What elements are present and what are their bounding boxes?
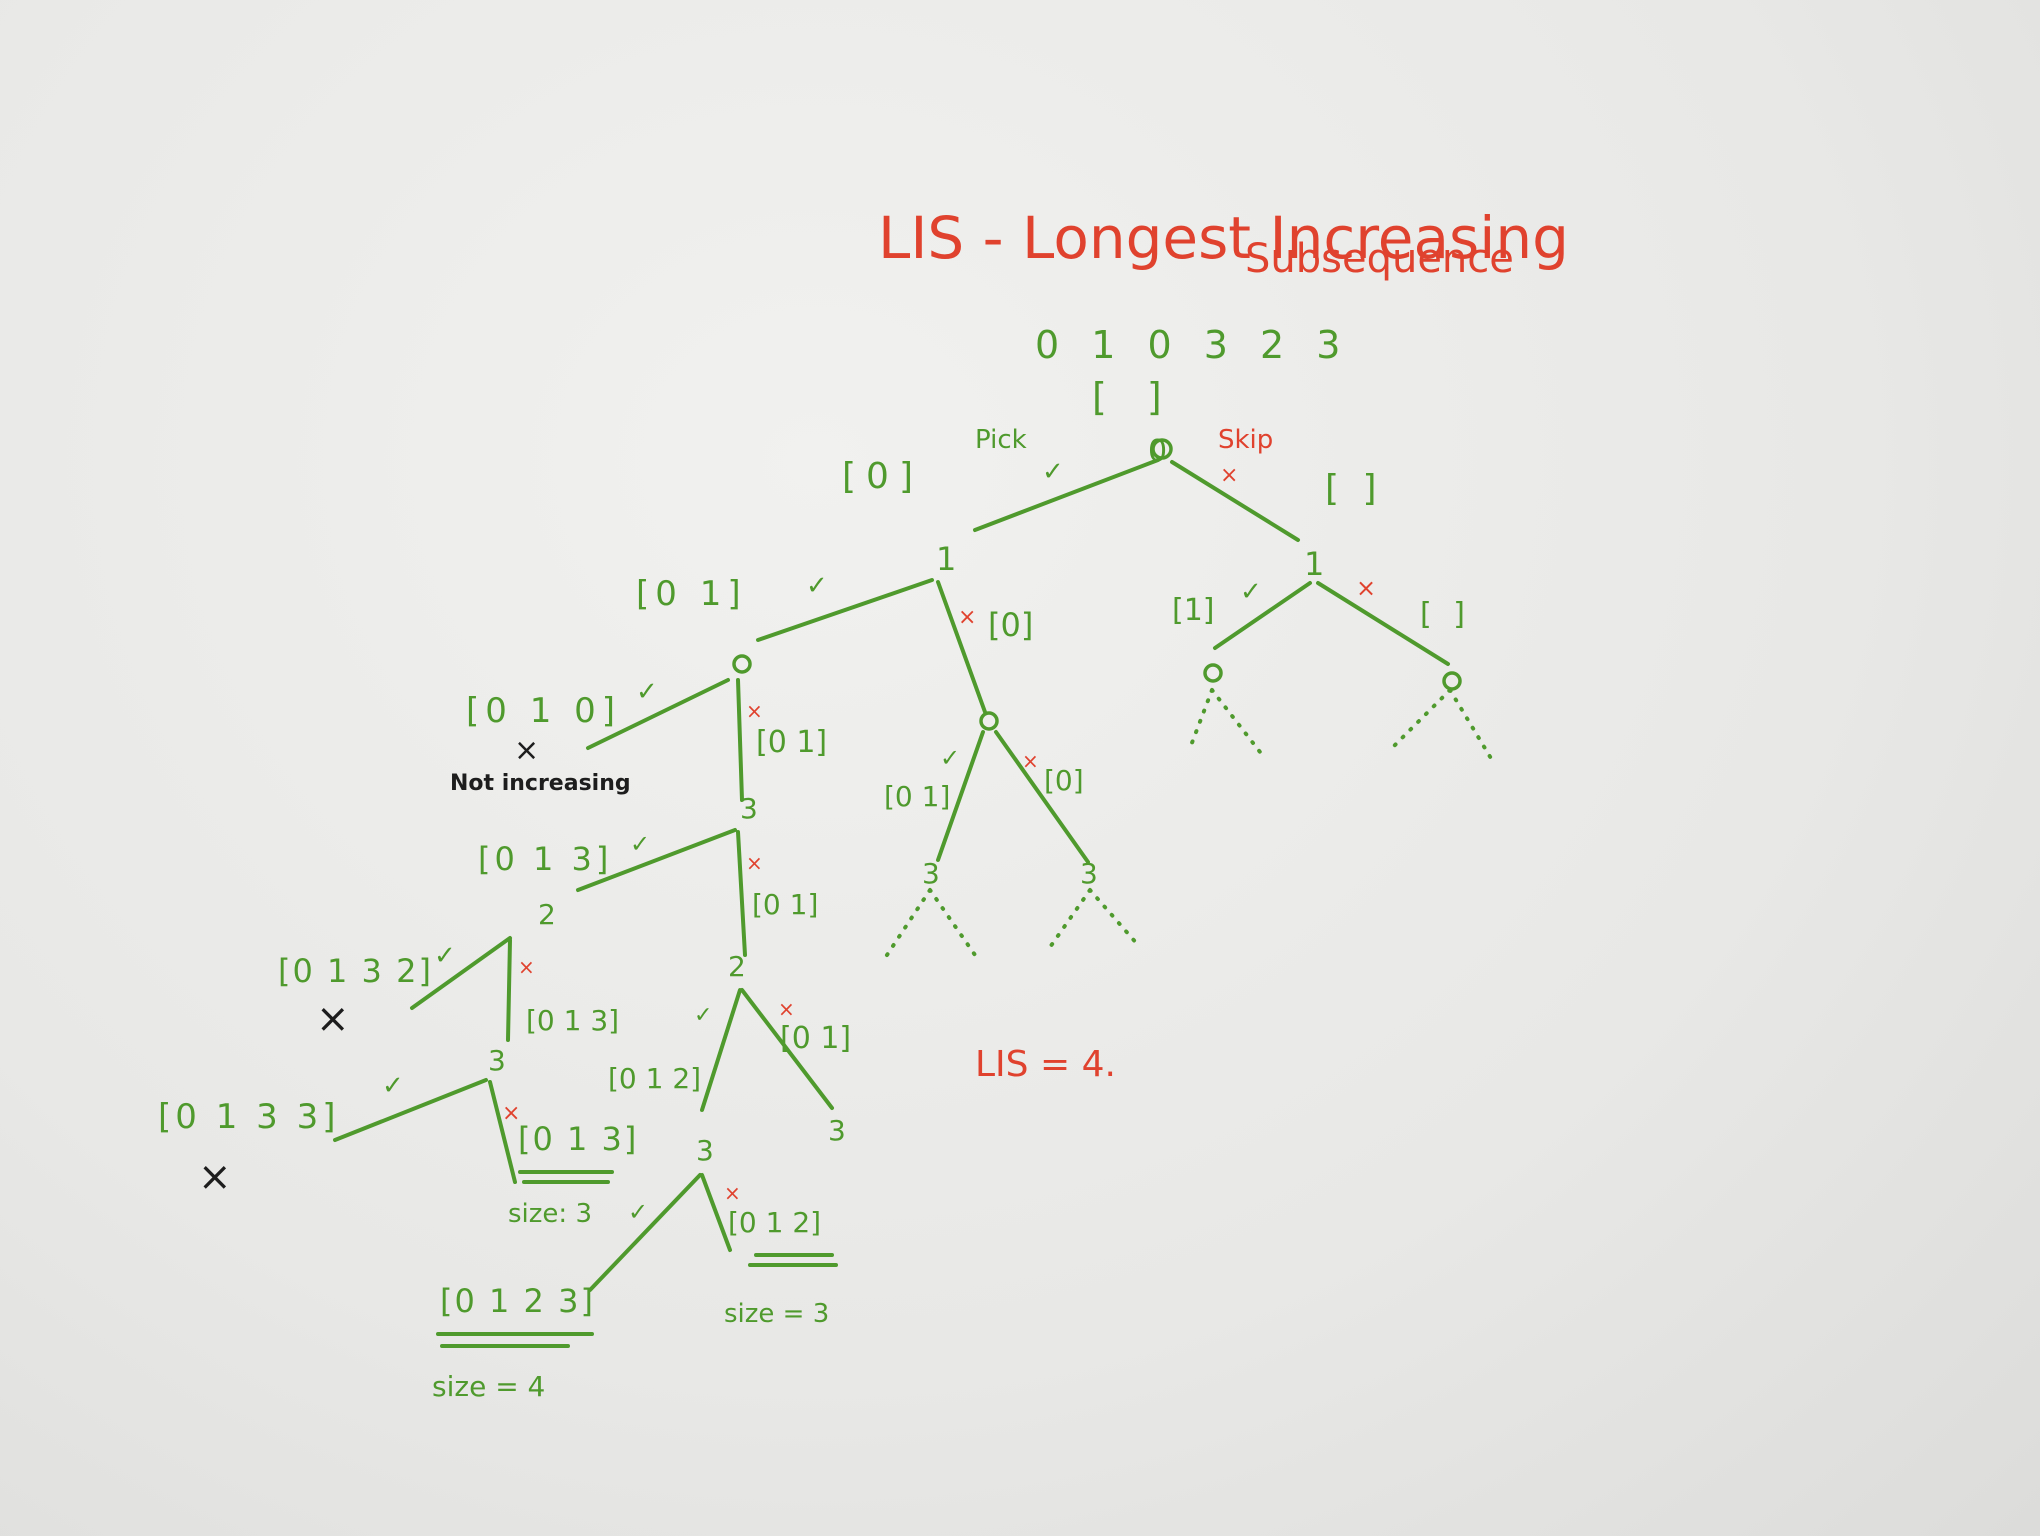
cross-icon: × — [518, 955, 535, 979]
size-note: size = 3 — [724, 1299, 829, 1329]
node-2: 2 — [728, 950, 746, 983]
check-icon: ✓ — [1240, 577, 1262, 607]
edge-2b-pick — [700, 988, 742, 1112]
edge-3d-skip — [700, 1173, 732, 1252]
edge-2a-skip — [506, 938, 512, 1042]
dots-0c — [1188, 688, 1262, 754]
check-icon: ✓ — [694, 1003, 712, 1028]
edge-3d-pick — [588, 1173, 702, 1292]
size-note: size = 4 — [432, 1370, 545, 1403]
node-3: 3 — [488, 1044, 506, 1077]
node-0-circle — [1442, 671, 1462, 691]
list-label: [0 1] — [884, 780, 950, 813]
title-line-1: LIS - Longest Increasing — [878, 204, 1569, 272]
list-label: [0 1 2] — [728, 1206, 821, 1239]
dots-3a — [883, 888, 977, 960]
check-icon: ✓ — [434, 941, 456, 971]
node-0-circle — [1203, 663, 1223, 683]
edge-1a-pick — [756, 578, 934, 642]
dots-3b — [1046, 888, 1140, 952]
edge-0b-skip — [994, 730, 1090, 864]
edge-0a-pick — [586, 678, 730, 750]
node-2: 2 — [538, 898, 556, 931]
node-3: 3 — [828, 1114, 846, 1147]
node-3: 3 — [740, 792, 758, 825]
cross-icon: × — [1022, 749, 1039, 773]
node-0-circle — [732, 654, 752, 674]
cross-icon: × — [778, 997, 795, 1021]
list-label: [ ] — [1420, 597, 1471, 632]
list-label: [0 1 3] — [478, 840, 612, 878]
cross-icon: × — [1356, 574, 1376, 602]
edge-3c-pick — [333, 1078, 488, 1142]
list-label: [1] — [1172, 593, 1215, 628]
skip-label: Skip — [1218, 425, 1273, 455]
node-3: 3 — [696, 1134, 714, 1167]
cross-icon: × — [746, 699, 763, 723]
list-label: [0 1] — [636, 574, 747, 614]
list-label: [0 1] — [756, 725, 827, 760]
list-label: [0 1] — [752, 888, 818, 921]
node-1: 1 — [936, 540, 956, 578]
size-note: size: 3 — [508, 1199, 592, 1229]
edge-1b-skip — [1316, 581, 1450, 666]
list-label: [0] — [842, 456, 923, 497]
list-label: [0 1 3 2] — [278, 952, 433, 990]
list-label: [0 1 3] — [518, 1120, 638, 1158]
cross-icon: × — [724, 1181, 741, 1205]
node-1: 1 — [1304, 545, 1324, 583]
cross-icon: × — [746, 851, 763, 875]
list-label: [0 1] — [780, 1021, 851, 1056]
node-3: 3 — [922, 857, 940, 890]
edge-0b-pick — [936, 730, 985, 862]
list-label: [ ] — [1325, 468, 1383, 509]
list-label: [0 1 2] — [608, 1062, 701, 1095]
pick-label: Pick — [975, 425, 1027, 455]
list-label: [0] — [988, 606, 1033, 644]
not-increasing-note: Not increasing — [450, 771, 631, 796]
node-0-circle — [979, 711, 999, 731]
edge-1a-skip — [936, 580, 987, 714]
cross-icon: × — [316, 996, 350, 1042]
list-label: [0 1 3] — [526, 1004, 619, 1037]
edge-3a-pick — [576, 828, 737, 892]
list-label: [0 1 3 3] — [158, 1097, 339, 1137]
check-icon: ✓ — [1042, 457, 1064, 487]
edge-root-skip — [1170, 460, 1300, 542]
edge-3c-skip — [488, 1080, 517, 1184]
check-icon: ✓ — [630, 830, 650, 858]
cross-icon: × — [514, 733, 539, 768]
list-label: [0 1 2 3] — [440, 1282, 595, 1320]
check-icon: ✓ — [382, 1071, 404, 1101]
root-list: [ ] — [1092, 375, 1176, 419]
node-0-circle — [1151, 438, 1173, 460]
node-3: 3 — [1080, 857, 1098, 890]
result-text: LIS = 4. — [975, 1044, 1116, 1085]
cross-icon: × — [502, 1101, 520, 1126]
cross-icon: × — [958, 605, 976, 630]
edge-0a-skip — [736, 678, 744, 802]
title-line-2: Subsequence — [1245, 236, 1514, 282]
check-icon: ✓ — [940, 744, 960, 772]
edge-2a-pick — [410, 936, 512, 1010]
check-icon: ✓ — [636, 677, 658, 707]
edge-2b-skip — [740, 988, 834, 1110]
dots-0d — [1388, 688, 1494, 762]
edge-root-pick — [973, 458, 1160, 532]
cross-icon: × — [1220, 463, 1238, 488]
list-label: [0 1 0] — [466, 691, 621, 731]
edge-3a-skip — [736, 830, 747, 957]
list-label: [0] — [1044, 764, 1084, 797]
check-icon: ✓ — [628, 1198, 648, 1226]
cross-icon: × — [198, 1154, 232, 1200]
edge-1b-pick — [1213, 581, 1312, 650]
check-icon: ✓ — [806, 571, 828, 601]
input-sequence: 0 1 0 3 2 3 — [1035, 323, 1350, 367]
